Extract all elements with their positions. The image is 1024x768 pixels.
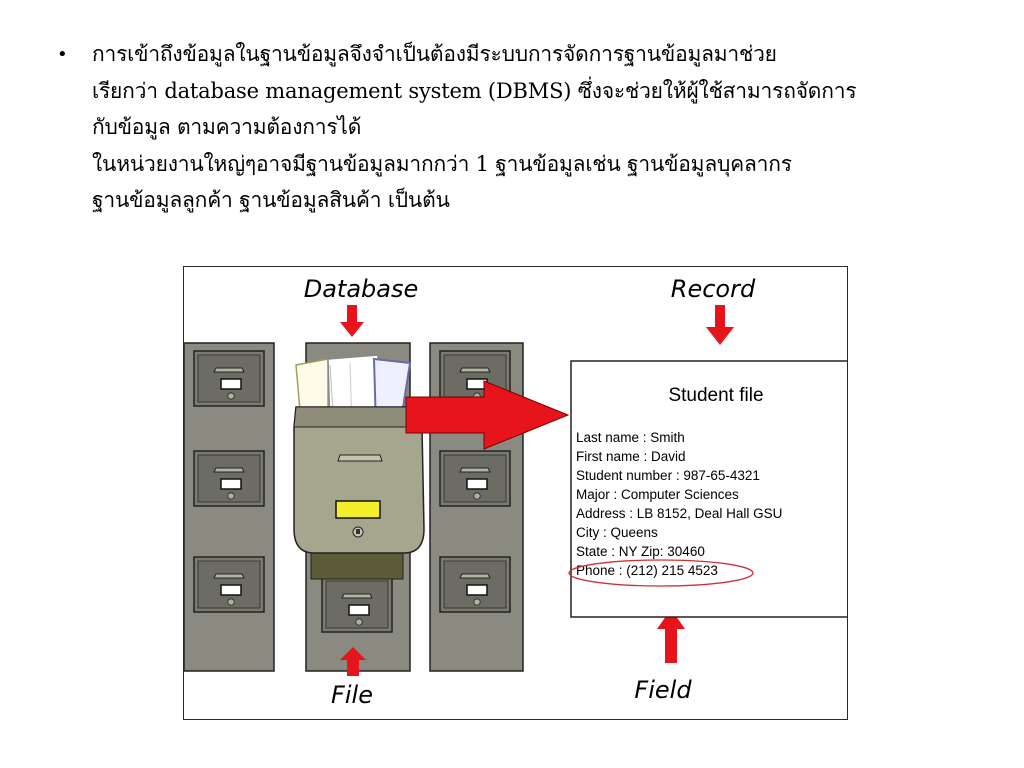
paragraph-line: ในหน่วยงานใหญ่ๆอาจมีฐานข้อมูลมากกว่า 1 ฐ… [92,151,792,176]
record-field-row: First name : David [576,449,686,464]
database-label: Database [304,275,419,303]
file-label: File [331,681,373,709]
database-arrow [340,305,364,337]
file-arrow [340,647,366,676]
record-field-row: Phone : (212) 215 4523 [576,563,718,578]
student-file-record: Student file Last name : Smith First nam… [568,360,847,618]
record-field-row: Major : Computer Sciences [576,487,739,502]
record-field-row: State : NY Zip: 30460 [576,544,705,559]
record-label: Record [671,275,756,303]
paragraph-line: กับข้อมูล ตามความต้องการได้ [92,115,362,139]
paragraph-line: การเข้าถึงข้อมูลในฐานข้อมูลจึงจำเป็นต้อง… [92,42,777,66]
record-arrow [405,380,570,450]
paragraph: การเข้าถึงข้อมูลในฐานข้อมูลจึงจำเป็นต้อง… [92,36,992,219]
record-down-arrow [706,305,734,345]
record-field-row: Student number : 987-65-4321 [576,468,760,483]
record-field-row: City : Queens [576,525,658,540]
paragraph-line: ฐานข้อมูลลูกค้า ฐานข้อมูลสินค้า เป็นต้น [92,188,450,212]
database-diagram: Database Record File Field Student file … [183,266,848,720]
field-label: Field [634,676,692,704]
left-file-cabinet [184,342,275,672]
middle-file-cabinet [293,342,425,672]
record-field-row: Address : LB 8152, Deal Hall GSU [576,506,782,521]
record-field-row: Last name : Smith [576,430,685,445]
bullet-point: • [57,44,68,65]
student-file-title: Student file [668,385,763,406]
field-arrow [657,609,685,663]
field-highlight-ellipse [568,559,754,587]
paragraph-line: เรียกว่า database management system (DBM… [92,78,857,103]
